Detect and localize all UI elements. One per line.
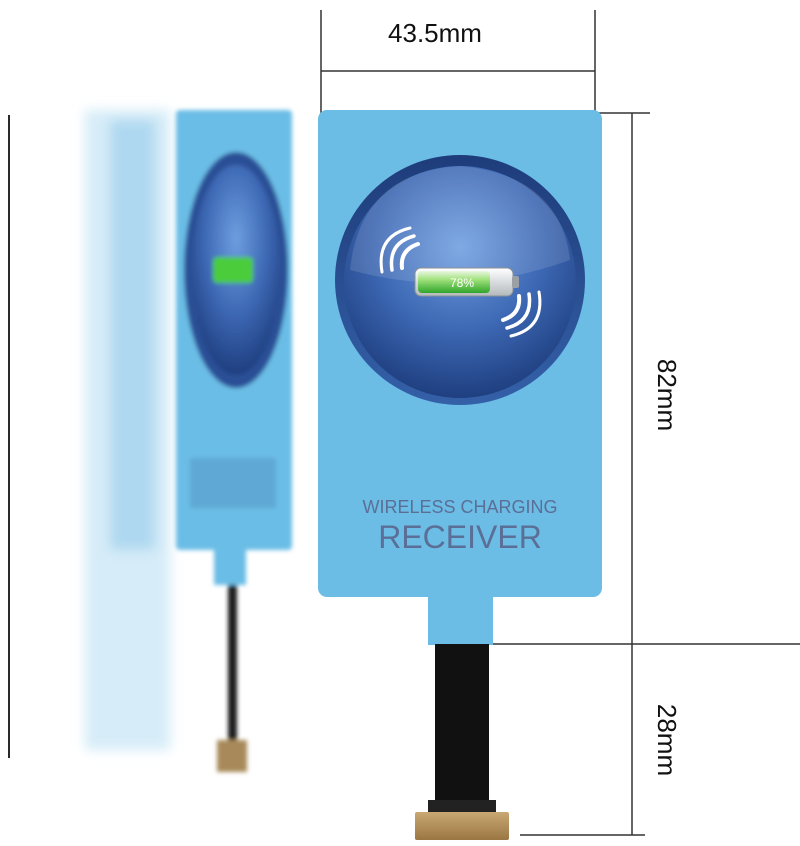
height-label: 82mm bbox=[652, 359, 682, 431]
main-receiver: 78% WIRELESS CHARGING RECEIVER bbox=[318, 110, 602, 840]
receiver-neck bbox=[428, 590, 493, 645]
flex-cable bbox=[435, 644, 489, 814]
cable-length-label: 28mm bbox=[652, 704, 682, 776]
connector bbox=[415, 812, 509, 840]
width-dimension: 43.5mm bbox=[320, 10, 596, 115]
battery-icon: 78% bbox=[414, 267, 519, 297]
width-label: 43.5mm bbox=[388, 18, 482, 48]
battery-level-text: 78% bbox=[450, 276, 474, 290]
product-line-2: RECEIVER bbox=[378, 519, 542, 555]
signal-waves-icon bbox=[379, 226, 542, 338]
flex-cable-edge bbox=[428, 800, 496, 814]
background-receiver bbox=[176, 110, 292, 772]
ghost-side-shadow bbox=[85, 110, 170, 750]
product-line-1: WIRELESS CHARGING bbox=[362, 497, 557, 517]
height-dimension: 82mm 28mm bbox=[470, 112, 800, 836]
